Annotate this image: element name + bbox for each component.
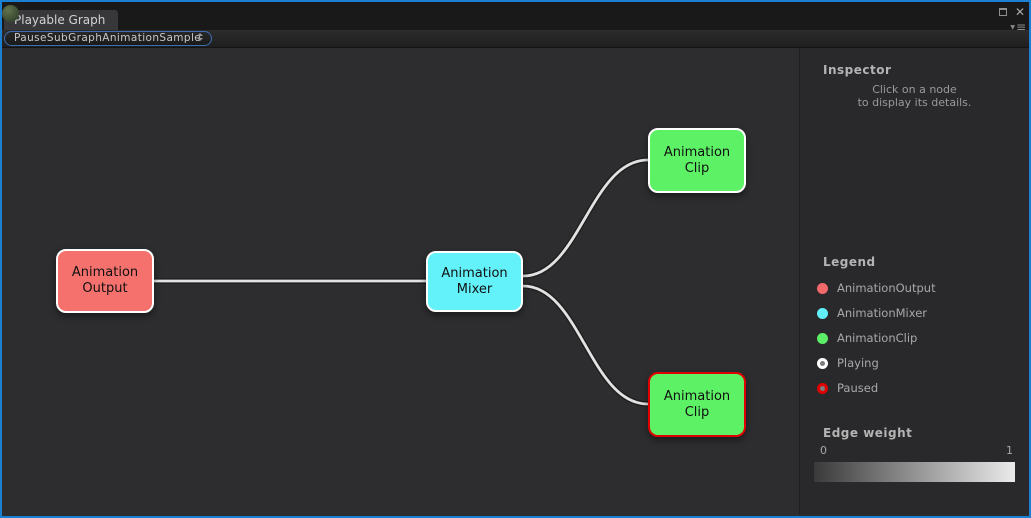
legend-swatch-animation-output [817, 282, 828, 294]
node-animation-clip-top[interactable]: Animation Clip [648, 128, 746, 193]
node-label-line: Clip [684, 160, 710, 176]
inspector-hint-line2: to display its details. [857, 96, 972, 109]
hamburger-icon: ≡ [1015, 20, 1026, 34]
legend-label: AnimationClip [837, 331, 918, 345]
inspector-hint-line1: Click on a node [872, 83, 957, 96]
close-icon[interactable]: ✕ [1014, 5, 1025, 19]
node-animation-output[interactable]: Animation Output [56, 249, 154, 313]
legend-label: AnimationMixer [837, 306, 928, 320]
node-animation-clip-bottom-paused[interactable]: Animation Clip [648, 372, 746, 437]
maximize-icon[interactable] [998, 8, 1007, 16]
edge-weight-min-label: 0 [820, 444, 827, 457]
title-bar: Playable Graph ✕ ▼ ≡ [2, 2, 1029, 34]
edge-mixer-to-clip-bottom [521, 284, 650, 406]
toolbar: PauseSubGraphAnimationSample [2, 30, 1029, 48]
edge-weight-gradient-bar [814, 462, 1015, 482]
legend-item-animation-mixer: AnimationMixer [817, 304, 927, 322]
node-label-line: Clip [684, 404, 710, 420]
legend-item-paused: Paused [817, 379, 878, 397]
legend-label: AnimationOutput [837, 281, 936, 295]
legend-item-playing: Playing [817, 354, 879, 372]
graph-canvas[interactable]: Animation Output Animation Mixer Animati… [2, 48, 799, 515]
node-label-line: Animation [663, 388, 731, 404]
legend-swatch-paused [817, 382, 828, 394]
graph-selector-value: PauseSubGraphAnimationSample [14, 32, 202, 44]
legend-label: Playing [837, 356, 879, 370]
edge-weight-scale-labels: 0 1 [820, 444, 1013, 457]
legend-item-animation-clip: AnimationClip [817, 329, 917, 347]
window-icon [2, 5, 19, 22]
graph-selector-dropdown[interactable]: PauseSubGraphAnimationSample [4, 31, 212, 46]
edges-layer [151, 157, 651, 407]
inspector-panel: Inspector Click on a node to display its… [799, 48, 1029, 515]
popup-arrows-icon [197, 33, 203, 41]
node-label-line: Mixer [456, 281, 493, 297]
tab-playable-graph[interactable]: Playable Graph [4, 10, 119, 30]
legend-swatch-animation-clip [817, 332, 828, 344]
node-animation-mixer[interactable]: Animation Mixer [426, 251, 523, 312]
edge-weight-max-label: 1 [1006, 444, 1013, 457]
legend-swatch-playing [817, 357, 828, 369]
edge-weight-title: Edge weight [823, 426, 913, 440]
legend-label: Paused [837, 381, 879, 395]
pane-menu-icon[interactable]: ▼ ≡ [1010, 20, 1026, 34]
inspector-hint: Click on a node to display its details. [800, 83, 1029, 109]
legend-title: Legend [823, 255, 876, 269]
legend-item-animation-output: AnimationOutput [817, 279, 936, 297]
edge-mixer-to-clip-top [521, 158, 650, 278]
tab-title: Playable Graph [14, 13, 106, 27]
inspector-title: Inspector [823, 63, 892, 77]
node-label-line: Output [82, 281, 128, 296]
node-label-line: Animation [441, 265, 508, 281]
dropdown-triangle-icon: ▼ [1010, 23, 1015, 31]
node-label-line: Animation [71, 265, 139, 280]
legend-swatch-animation-mixer [817, 307, 828, 319]
node-label-line: Animation [663, 144, 731, 160]
